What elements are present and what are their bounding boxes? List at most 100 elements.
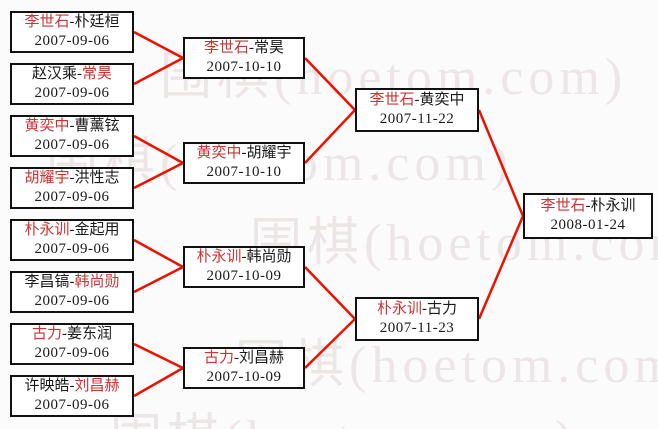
separator: - — [62, 326, 67, 342]
player-name: 古力 — [31, 326, 62, 342]
separator: - — [69, 222, 75, 238]
player-name: 赵汉乘 — [31, 66, 77, 82]
connector-line — [133, 161, 184, 190]
separator: - — [585, 198, 591, 214]
match-players: 李世石-朴廷桓 — [12, 13, 132, 32]
player-name: 李世石 — [540, 198, 586, 214]
match-players: 胡耀宇-洪性志 — [12, 169, 132, 188]
separator: - — [414, 92, 420, 108]
match-date: 2007-09-06 — [34, 189, 110, 205]
match-box-qf-1: 李世石-常昊 2007-10-10 — [183, 37, 305, 79]
connector-line — [133, 134, 184, 165]
connector-line — [304, 318, 356, 369]
match-date: 2007-09-06 — [34, 33, 110, 49]
connector-line — [133, 30, 184, 60]
match-date: 2007-10-09 — [206, 369, 282, 385]
match-players: 古力-刘昌赫 — [185, 349, 303, 368]
separator: - — [69, 378, 75, 394]
match-players: 李世石-常昊 — [185, 39, 303, 58]
match-box-sf-1: 李世石-黄奕中 2007-11-22 — [355, 88, 479, 132]
player-name: 常昊 — [254, 40, 285, 56]
match-box-r1-2: 赵汉乘-常昊 2007-09-06 — [10, 63, 134, 105]
match-players: 黄奕中-曹薰铉 — [12, 117, 132, 136]
watermark-text: 围棋(hoetom.com) — [235, 337, 658, 394]
player-name: 黄奕中 — [24, 118, 70, 134]
player-name: 胡耀宇 — [24, 170, 70, 186]
player-name: 朴永训 — [24, 222, 70, 238]
player-name: 李昌镐 — [24, 274, 70, 290]
player-name: 古力 — [427, 301, 458, 317]
match-date: 2007-09-06 — [34, 85, 110, 101]
match-box-qf-3: 朴永训-韩尚勋 2007-10-09 — [183, 246, 305, 288]
match-players: 李昌镐-韩尚勋 — [12, 273, 132, 292]
connector-line — [133, 366, 184, 398]
match-box-r1-8: 许映皓-刘昌赫 2007-09-06 — [10, 375, 134, 417]
match-players: 许映皓-刘昌赫 — [12, 377, 132, 396]
match-players: 李世石-朴永训 — [525, 197, 651, 216]
player-name: 朴永训 — [376, 301, 422, 317]
player-name: 许映皓 — [24, 378, 70, 394]
connector-line — [133, 56, 184, 86]
match-date: 2007-09-06 — [34, 345, 110, 361]
match-box-r1-5: 朴永训-金起用 2007-09-06 — [10, 219, 134, 261]
player-name: 刘昌赫 — [74, 378, 120, 394]
player-name: 金起用 — [74, 222, 120, 238]
player-name: 李世石 — [24, 14, 70, 30]
connector-line — [133, 238, 184, 269]
player-name: 朴廷桓 — [74, 14, 120, 30]
player-name: 常昊 — [82, 66, 113, 82]
match-date: 2007-10-09 — [206, 268, 282, 284]
player-name: 洪性志 — [74, 170, 120, 186]
player-name: 李世石 — [203, 40, 249, 56]
match-date: 2007-09-06 — [34, 397, 110, 413]
match-date: 2007-10-10 — [206, 164, 282, 180]
match-box-r1-4: 胡耀宇-洪性志 2007-09-06 — [10, 167, 134, 209]
connector-line — [133, 342, 184, 370]
player-name: 朴永训 — [590, 198, 636, 214]
match-date: 2007-09-06 — [34, 137, 110, 153]
match-box-r1-1: 李世石-朴廷桓 2007-09-06 — [10, 11, 134, 53]
match-box-qf-4: 古力-刘昌赫 2007-10-09 — [183, 347, 305, 389]
match-box-r1-7: 古力-姜东润 2007-09-06 — [10, 323, 134, 365]
player-name: 古力 — [203, 350, 234, 366]
match-players: 朴永训-韩尚勋 — [185, 248, 303, 267]
player-name: 曹薰铉 — [74, 118, 120, 134]
player-name: 胡耀宇 — [246, 145, 292, 161]
player-name: 黄奕中 — [419, 92, 465, 108]
player-name: 刘昌赫 — [239, 350, 285, 366]
match-box-sf-2: 朴永训-古力 2007-11-23 — [355, 297, 479, 341]
player-name: 韩尚勋 — [74, 274, 120, 290]
match-players: 赵汉乘-常昊 — [12, 65, 132, 84]
match-date: 2007-09-06 — [34, 293, 110, 309]
match-players: 黄奕中-胡耀宇 — [185, 144, 303, 163]
connector-line — [304, 57, 356, 111]
connector-line — [304, 109, 356, 164]
separator: - — [241, 249, 247, 265]
separator: - — [77, 66, 82, 82]
player-name: 韩尚勋 — [246, 249, 292, 265]
separator: - — [69, 170, 75, 186]
separator: - — [422, 301, 427, 317]
match-box-r1-3: 黄奕中-曹薰铉 2007-09-06 — [10, 115, 134, 157]
match-box-r1-6: 李昌镐-韩尚勋 2007-09-06 — [10, 271, 134, 313]
player-name: 朴永训 — [196, 249, 242, 265]
match-date: 2007-11-22 — [379, 111, 455, 127]
match-players: 李世石-黄奕中 — [357, 91, 477, 110]
separator: - — [69, 118, 75, 134]
match-date: 2007-11-23 — [379, 320, 455, 336]
match-players: 朴永训-金起用 — [12, 221, 132, 240]
match-date: 2007-09-06 — [34, 241, 110, 257]
match-players: 朴永训-古力 — [357, 300, 477, 319]
separator: - — [69, 274, 75, 290]
separator: - — [249, 40, 254, 56]
player-name: 姜东润 — [67, 326, 113, 342]
player-name: 黄奕中 — [196, 145, 242, 161]
match-players: 古力-姜东润 — [12, 325, 132, 344]
connector-line — [477, 109, 525, 217]
player-name: 李世石 — [369, 92, 415, 108]
match-box-final: 李世石-朴永训 2008-01-24 — [523, 193, 653, 239]
match-box-qf-2: 黄奕中-胡耀宇 2007-10-10 — [183, 142, 305, 184]
separator: - — [69, 14, 75, 30]
match-date: 2008-01-24 — [550, 217, 626, 233]
